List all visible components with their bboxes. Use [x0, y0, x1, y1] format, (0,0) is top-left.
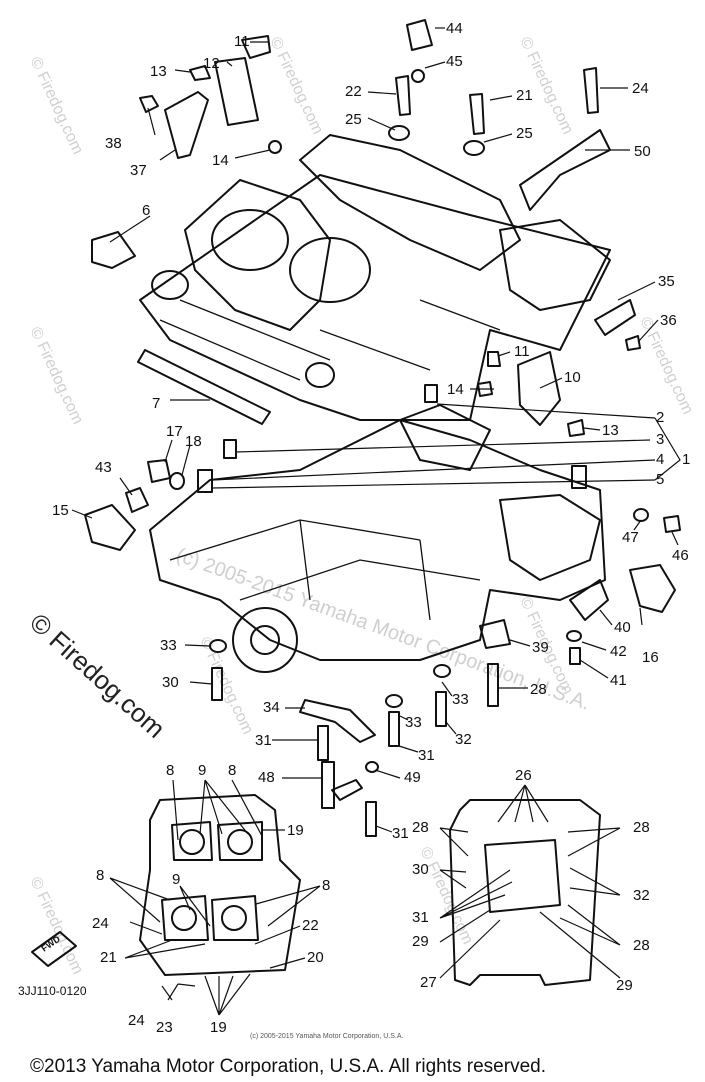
callout-label: 1: [682, 451, 690, 468]
callout-label: 41: [610, 672, 627, 689]
callout-label: 31: [392, 825, 409, 842]
callout-label: 49: [404, 769, 421, 786]
callout-label: 12: [203, 55, 220, 72]
watermark: © Firedog.com: [26, 55, 86, 157]
callout-label: 31: [255, 732, 272, 749]
lower-right-bolt-view: [449, 799, 601, 986]
callout-label: 25: [516, 125, 533, 142]
callout-label: 7: [152, 395, 160, 412]
callout-label: 8: [228, 762, 236, 779]
callout-label: 5: [656, 471, 664, 488]
callout-label: 28: [633, 937, 650, 954]
callout-label: 21: [516, 87, 533, 104]
callout-label: 9: [172, 871, 180, 888]
part-code: 3JJ110-0120: [18, 984, 87, 998]
callout-label: 28: [633, 819, 650, 836]
callout-label: 14: [212, 152, 229, 169]
callout-label: 33: [452, 691, 469, 708]
callout-label: 43: [95, 459, 112, 476]
callout-label: 10: [564, 369, 581, 386]
callout-label: 33: [405, 714, 422, 731]
callout-label: 46: [672, 547, 689, 564]
callout-label: 29: [412, 933, 429, 950]
callout-label: 30: [162, 674, 179, 691]
callout-label: 44: [446, 20, 463, 37]
callout-label: 32: [633, 887, 650, 904]
callout-label: 18: [185, 433, 202, 450]
watermark: © Firedog.com: [26, 875, 86, 977]
lower-crankcase: [149, 404, 606, 673]
small-parts: [84, 19, 681, 837]
callout-label: 22: [345, 83, 362, 100]
watermark: © Firedog.com: [636, 315, 696, 417]
callout-label: 23: [156, 1019, 173, 1036]
watermark-large: © Firedog.com: [24, 607, 171, 744]
callout-label: 31: [412, 909, 429, 926]
callout-labels: 11 12 13 38 37 14 6 7 17 18 43 15 33 30 …: [52, 20, 690, 1036]
callout-label: 29: [616, 977, 633, 994]
callout-label: 33: [160, 637, 177, 654]
watermark: © Firedog.com: [516, 35, 576, 137]
callout-label: 9: [198, 762, 206, 779]
upper-crankcase: [139, 134, 611, 421]
callout-label: 8: [322, 877, 330, 894]
callout-label: 25: [345, 111, 362, 128]
callout-label: 38: [105, 135, 122, 152]
watermark: © Firedog.com: [416, 845, 476, 947]
callout-label: 14: [447, 381, 464, 398]
callout-label: 22: [302, 917, 319, 934]
callout-label: 4: [656, 451, 664, 468]
callout-label: 28: [530, 681, 547, 698]
callout-label: 34: [263, 699, 280, 716]
callout-label: 30: [412, 861, 429, 878]
callout-label: 47: [622, 529, 639, 546]
callout-label: 40: [614, 619, 631, 636]
callout-label: 11: [514, 343, 530, 360]
callout-label: 31: [418, 747, 435, 764]
callout-label: 27: [420, 974, 437, 991]
callout-label: 13: [602, 422, 619, 439]
callout-label: 15: [52, 502, 69, 519]
shaft-part-7: [137, 349, 271, 425]
callout-label: 21: [100, 949, 117, 966]
callout-label: 3: [656, 431, 664, 448]
callout-label: 32: [455, 731, 472, 748]
callout-label: 17: [166, 423, 183, 440]
inner-copyright: (c) 2005-2015 Yamaha Motor Corporation, …: [250, 1033, 403, 1040]
callout-label: 19: [210, 1019, 227, 1036]
callout-label: 16: [642, 649, 659, 666]
watermark: © Firedog.com: [26, 325, 86, 427]
callout-label: 2: [656, 409, 664, 426]
callout-label: 24: [632, 80, 649, 97]
callout-label: 8: [96, 867, 104, 884]
leader-lines: [71, 27, 681, 1016]
callout-label: 20: [307, 949, 324, 966]
callout-label: 8: [166, 762, 174, 779]
callout-label: 45: [446, 53, 463, 70]
footer-copyright: ©2013 Yamaha Motor Corporation, U.S.A. A…: [30, 1056, 546, 1077]
callout-label: 39: [532, 639, 549, 656]
callout-label: 50: [634, 143, 651, 160]
callout-label: 6: [142, 202, 150, 219]
callout-label: 36: [660, 312, 677, 329]
watermark-layer: © Firedog.com © Firedog.com © Firedog.co…: [24, 35, 696, 977]
callout-label: 26: [515, 767, 532, 784]
callout-label: 42: [610, 643, 627, 660]
callout-label: 28: [412, 819, 429, 836]
callout-label: 35: [658, 273, 675, 290]
callout-label: 13: [150, 63, 167, 80]
callout-label: 48: [258, 769, 275, 786]
callout-label: 24: [128, 1012, 145, 1029]
callout-label: 11: [234, 33, 250, 50]
callout-label: 19: [287, 822, 304, 839]
callout-label: 37: [130, 162, 147, 179]
watermark: © Firedog.com: [266, 35, 326, 137]
watermark: © Firedog.com: [196, 635, 256, 737]
lower-left-bolt-view: [139, 794, 301, 976]
callout-label: 24: [92, 915, 109, 932]
